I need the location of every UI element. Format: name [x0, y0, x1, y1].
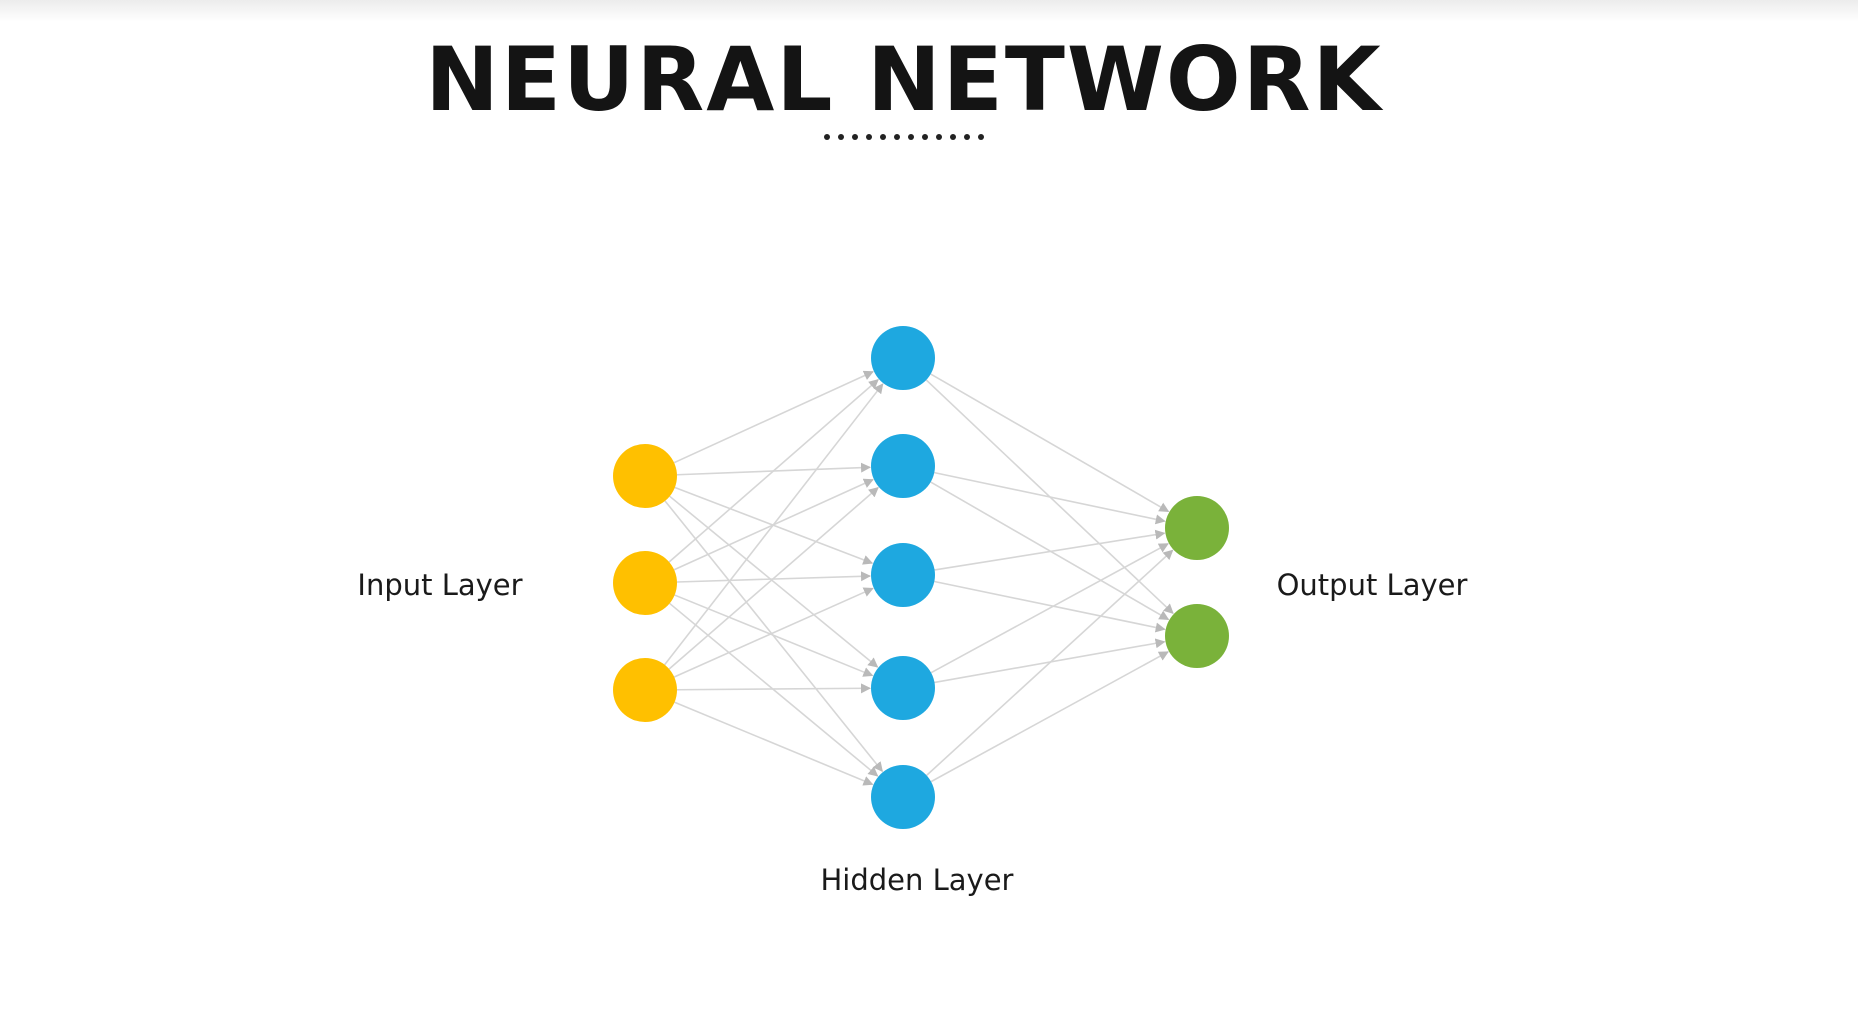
- divider-dot: [922, 134, 928, 140]
- connection-input-to-hidden: [674, 701, 874, 786]
- title-divider: [0, 134, 1808, 146]
- divider-dot: [880, 134, 886, 140]
- connections: [664, 370, 1174, 786]
- connection-input-to-hidden: [669, 495, 879, 668]
- connection-hidden-to-output: [930, 373, 1170, 513]
- connection-input-to-hidden: [668, 486, 879, 670]
- output-layer-label: Output Layer: [1277, 568, 1468, 602]
- connection-input-to-hidden: [676, 683, 872, 694]
- connection-input-to-hidden: [673, 370, 874, 464]
- connection-hidden-to-output: [930, 481, 1170, 621]
- hidden-neuron: [871, 765, 935, 829]
- connection-input-to-hidden: [664, 383, 884, 666]
- divider-dot: [964, 134, 970, 140]
- top-shade: [0, 0, 1858, 22]
- connection-input-to-hidden: [673, 587, 874, 678]
- divider-dot: [866, 134, 872, 140]
- divider-dot: [908, 134, 914, 140]
- connection-hidden-to-output: [934, 580, 1166, 633]
- divider-dot: [978, 134, 984, 140]
- connection-hidden-to-output: [926, 549, 1174, 776]
- connection-input-to-hidden: [668, 379, 879, 563]
- hidden-neuron: [871, 326, 935, 390]
- hidden-neuron: [871, 434, 935, 498]
- connection-hidden-to-output: [934, 529, 1166, 571]
- divider-dot: [894, 134, 900, 140]
- input-neuron: [613, 551, 677, 615]
- divider-dot: [950, 134, 956, 140]
- hidden-neuron: [871, 656, 935, 720]
- divider-dot: [838, 134, 844, 140]
- hidden-layer-label: Hidden Layer: [821, 863, 1014, 897]
- divider-dot: [936, 134, 942, 140]
- page-title: NEURAL NETWORK: [425, 28, 1383, 131]
- output-neuron: [1165, 604, 1229, 668]
- connection-hidden-to-output: [930, 543, 1169, 674]
- input-layer-label: Input Layer: [357, 568, 522, 602]
- input-neuron: [613, 658, 677, 722]
- connection-hidden-to-output: [930, 651, 1169, 783]
- hidden-neuron: [871, 543, 935, 607]
- input-neuron: [613, 444, 677, 508]
- output-neuron: [1165, 496, 1229, 560]
- divider-dot: [824, 134, 830, 140]
- neurons: [613, 326, 1229, 829]
- connection-hidden-to-output: [934, 471, 1166, 525]
- divider-dot: [852, 134, 858, 140]
